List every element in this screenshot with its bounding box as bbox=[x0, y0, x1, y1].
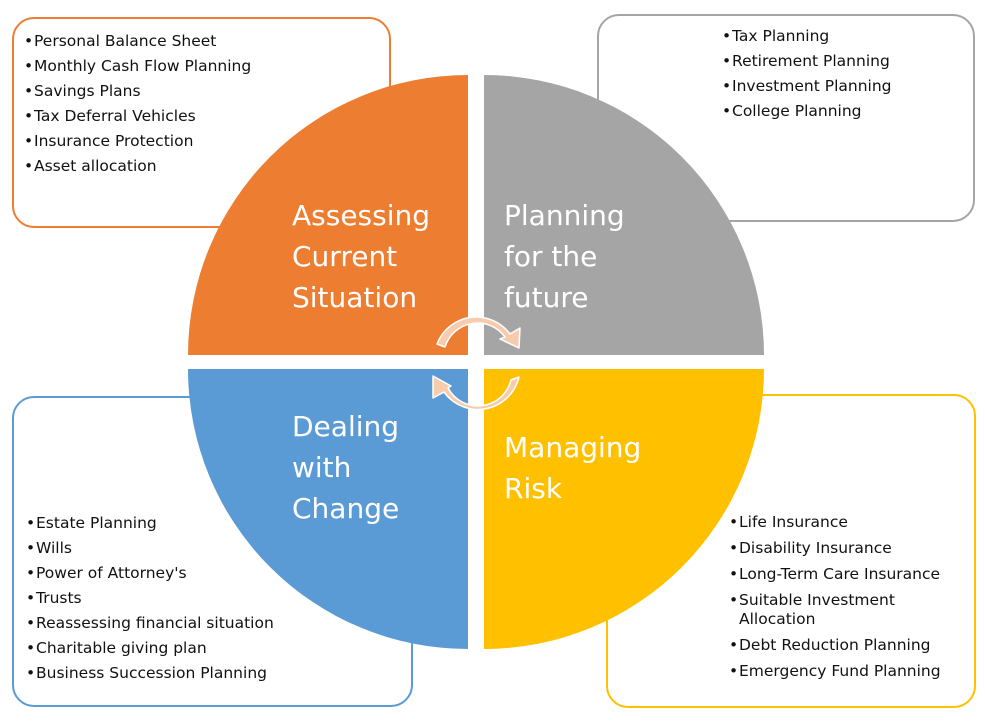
list-item: Long-Term Care Insurance bbox=[729, 565, 969, 584]
list-item: Suitable Investment Allocation bbox=[729, 591, 969, 629]
list-item: Retirement Planning bbox=[722, 52, 962, 71]
assessing-quadrant bbox=[188, 75, 468, 355]
managing-items-list: Life Insurance Disability Insurance Long… bbox=[729, 513, 969, 688]
list-item: Wills bbox=[26, 539, 406, 558]
cycle-arrows-icon bbox=[432, 316, 521, 411]
planning-detail-box: Tax Planning Retirement Planning Investm… bbox=[597, 14, 975, 222]
list-item: Monthly Cash Flow Planning bbox=[24, 57, 389, 76]
list-item: Estate Planning bbox=[26, 514, 406, 533]
assessing-items-list: Personal Balance Sheet Monthly Cash Flow… bbox=[24, 32, 389, 182]
list-item: Investment Planning bbox=[722, 77, 962, 96]
list-item: Reassessing financial situation bbox=[26, 614, 406, 633]
planning-items-list: Tax Planning Retirement Planning Investm… bbox=[722, 27, 962, 127]
dealing-quadrant-title: Dealing with Change bbox=[292, 410, 400, 525]
list-item: College Planning bbox=[722, 102, 962, 121]
list-item: Business Succession Planning bbox=[26, 664, 406, 683]
list-item: Emergency Fund Planning bbox=[729, 662, 969, 681]
assessing-quadrant-title: Assessing Current Situation bbox=[292, 199, 431, 314]
clockwise-arrow-icon bbox=[436, 316, 521, 349]
list-item: Savings Plans bbox=[24, 82, 389, 101]
planning-quadrant-title: Planning for the future bbox=[504, 199, 625, 314]
list-item: Insurance Protection bbox=[24, 132, 389, 151]
managing-quadrant-title: Managing Risk bbox=[504, 431, 642, 505]
planning-quadrant bbox=[484, 75, 764, 355]
counterclockwise-arrow-icon bbox=[432, 375, 520, 411]
list-item: Charitable giving plan bbox=[26, 639, 406, 658]
list-item: Trusts bbox=[26, 589, 406, 608]
list-item: Debt Reduction Planning bbox=[729, 636, 969, 655]
list-item: Life Insurance bbox=[729, 513, 969, 532]
list-item: Disability Insurance bbox=[729, 539, 969, 558]
list-item: Asset allocation bbox=[24, 157, 389, 176]
managing-quadrant bbox=[484, 369, 764, 649]
list-item: Personal Balance Sheet bbox=[24, 32, 389, 51]
dealing-quadrant bbox=[188, 369, 468, 649]
dealing-items-list: Estate Planning Wills Power of Attorney'… bbox=[26, 514, 406, 689]
list-item: Tax Deferral Vehicles bbox=[24, 107, 389, 126]
list-item: Power of Attorney's bbox=[26, 564, 406, 583]
list-item: Tax Planning bbox=[722, 27, 962, 46]
